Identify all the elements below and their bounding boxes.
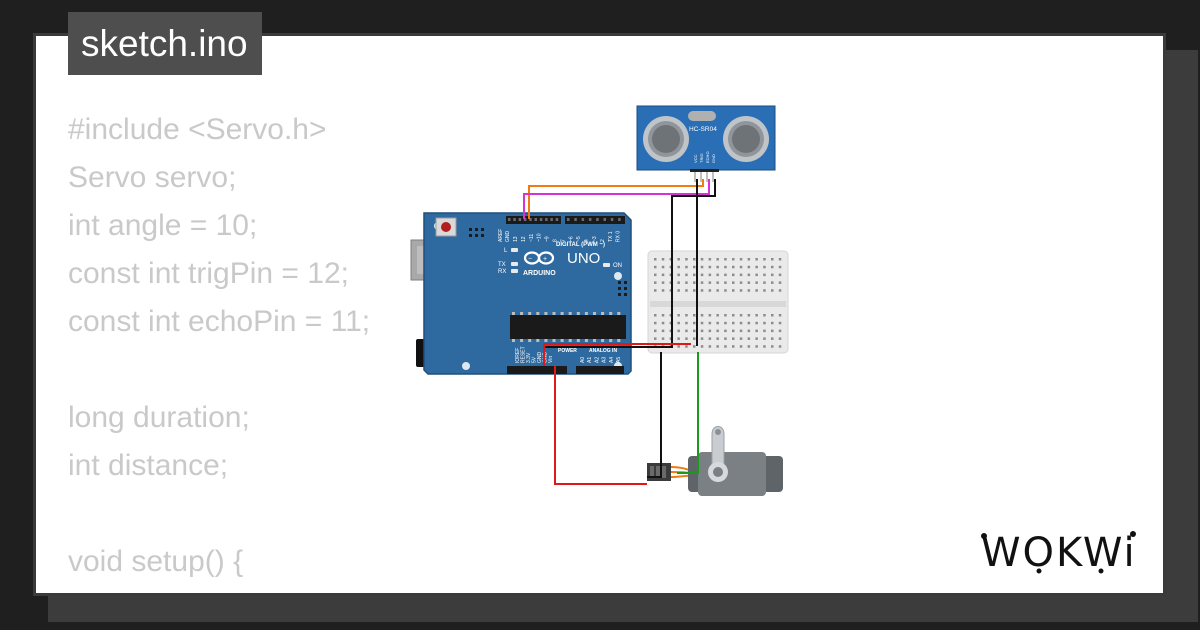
code-line: void setup() { (68, 545, 244, 578)
digital-pin-label: 8 (553, 239, 559, 242)
file-tab[interactable]: sketch.ino (68, 12, 262, 75)
digital-pin-label: TX 1 (608, 231, 614, 242)
sensor-pin-label: ECHO (705, 151, 710, 163)
digital-pin-label: 4 (584, 239, 590, 242)
gnd-label: GND (505, 231, 511, 243)
sensor-pin-label: GND (711, 154, 716, 163)
power-label: POWER (558, 348, 577, 354)
code-preview: #include <Servo.h> Servo servo; int angl… (68, 106, 371, 593)
digital-pin-label: 12 (521, 236, 527, 242)
digital-pin-label: ~10 (537, 233, 543, 242)
power-pin-label: Vin (548, 356, 554, 363)
wires (523, 179, 716, 485)
digital-pin-label: ~5 (576, 236, 582, 242)
analog-pin-label: A3 (602, 357, 608, 363)
rx-led-label: RX (498, 269, 506, 275)
power-pin-label: RESET (521, 346, 527, 363)
analog-pin-label: A4 (609, 357, 615, 363)
analog-label: ANALOG IN (589, 348, 617, 354)
on-led-label: ON (613, 263, 622, 269)
power-pin-label: GND (537, 352, 543, 364)
svg-text:−: − (528, 256, 532, 263)
digital-pin-label: 2 (600, 239, 606, 242)
board-brand-label: ARDUINO (523, 270, 556, 277)
digital-label: DIGITAL (PWM ~) (556, 242, 605, 248)
code-line: Servo servo; (68, 161, 237, 194)
svg-text:+: + (543, 256, 547, 263)
digital-pin-label: ~3 (592, 236, 598, 242)
analog-pin-label: A2 (594, 357, 600, 363)
arduino-logo: − + UNO ARDUINO (523, 250, 600, 277)
tx-led-label: TX (498, 262, 506, 268)
code-line: #include <Servo.h> (68, 113, 327, 146)
aref-label: AREF (498, 229, 504, 242)
analog-pin-label: A5 (616, 357, 622, 363)
power-pin-label: 5V (532, 356, 538, 363)
digital-pin-label: ~11 (529, 234, 535, 242)
power-pin-label: 3.3V (526, 352, 532, 363)
code-line: long duration; (68, 401, 250, 434)
breadboard (647, 250, 789, 354)
digital-pin-label: 13 (513, 236, 519, 242)
analog-pin-label: A0 (580, 357, 586, 363)
digital-pin-label: 7 (560, 239, 566, 242)
power-pin-label: GND (543, 352, 549, 364)
code-line: const int trigPin = 12; (68, 257, 349, 290)
wokwi-logo: WOKWi (981, 526, 1156, 581)
board-model-label: UNO (567, 250, 600, 267)
servo-motor (647, 426, 783, 496)
digital-pin-label: RX 0 (616, 231, 622, 242)
code-line: const int echoPin = 11; (68, 305, 371, 338)
l-led-label: L (504, 248, 508, 254)
wokwi-logo-text: WOKWi (981, 530, 1137, 576)
analog-pin-label: A1 (587, 357, 593, 363)
hc-sr04-sensor: HC-SR04 VCC TRIG ECHO GND (636, 105, 776, 182)
sensor-model-label: HC-SR04 (689, 126, 717, 133)
digital-pin-label: ~6 (568, 236, 574, 242)
power-pin-label: IOREF (515, 348, 521, 363)
sensor-pin-label: VCC (693, 154, 698, 163)
project-preview-card: #include <Servo.h> Servo servo; int angl… (33, 33, 1166, 596)
code-line: int angle = 10; (68, 209, 258, 242)
sensor-pin-label: TRIG (699, 153, 704, 163)
code-line: int distance; (68, 449, 229, 482)
digital-pin-label: ~9 (545, 236, 551, 242)
